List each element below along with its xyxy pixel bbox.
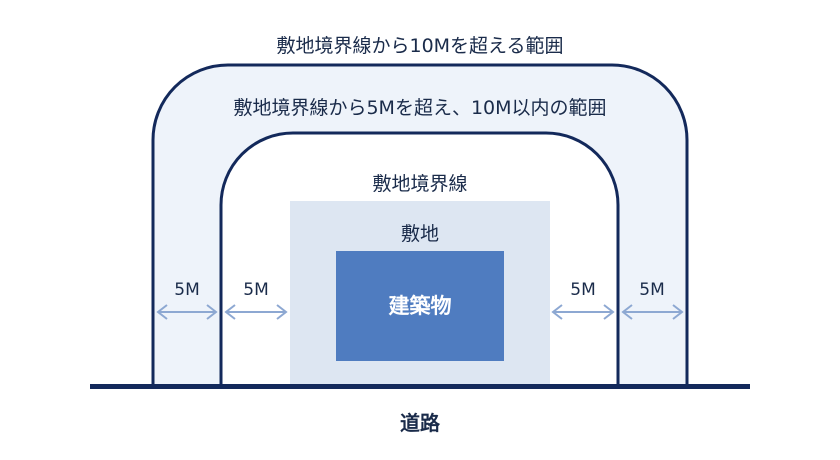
middle-zone-label: 敷地境界線から5Mを超え、10M以内の範囲 [233,97,606,119]
boundary-label: 敷地境界線 [372,173,467,195]
building-label: 建築物 [389,294,452,318]
site-label: 敷地 [401,223,439,245]
outer-zone-label: 敷地境界線から10Mを超える範囲 [276,35,563,57]
building-block [336,251,504,361]
arrow-inner-left [224,304,288,320]
arrow-inner-right [551,304,615,320]
arrow-outer-right [621,304,684,320]
distance-inner-right: 5M [570,280,595,300]
road-line [90,384,750,389]
distance-outer-right: 5M [639,280,664,300]
road-label: 道路 [400,411,441,435]
arrow-outer-left [156,304,218,320]
distance-outer-left: 5M [174,280,199,300]
distance-inner-left: 5M [243,280,268,300]
